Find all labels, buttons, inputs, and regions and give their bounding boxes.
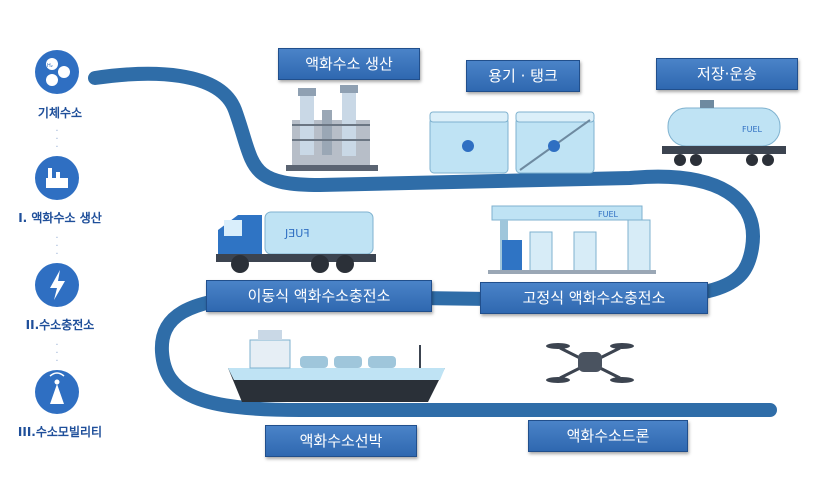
sidebar-connector-dots: ··· <box>55 233 59 260</box>
label-liquid-hydrogen-drone: 액화수소드론 <box>528 420 688 452</box>
sidebar-step-mobility: III.수소모빌리티 <box>17 425 103 439</box>
label-fixed-charging-station: 고정식 액화수소충전소 <box>480 282 708 314</box>
sidebar-connector-dots: ··· <box>55 340 59 367</box>
rail-car-fuel-text: FUEL <box>742 125 763 134</box>
station-fuel-text: FUEL <box>598 210 619 219</box>
label-liquid-hydrogen-production: 액화수소 생산 <box>278 48 420 80</box>
label-container-tank: 용기 · 탱크 <box>466 60 580 92</box>
tanker-truck-illustration: JƎUꟻ <box>216 211 376 273</box>
antenna-icon <box>35 370 79 414</box>
lightning-icon <box>35 263 79 307</box>
truck-fuel-text: JƎUꟻ <box>284 227 310 240</box>
rail-tank-car-illustration: FUEL <box>662 100 786 166</box>
drone-illustration <box>546 343 634 383</box>
storage-tanks-illustration <box>429 111 595 174</box>
label-storage-transport: 저장·운송 <box>656 58 798 90</box>
fixed-fueling-station-illustration: FUEL <box>488 205 656 274</box>
sidebar-step-liquefaction: I. 액화수소 생산 <box>18 211 102 225</box>
label-liquid-hydrogen-ship: 액화수소선박 <box>265 425 417 457</box>
h2-label: H₂ <box>47 63 53 69</box>
hydrogen-molecule-icon: H₂ <box>35 50 79 94</box>
sidebar-connector-dots: ··· <box>55 126 59 153</box>
factory-icon <box>35 156 79 200</box>
lng-ship-illustration <box>228 330 445 402</box>
sidebar-step-gaseous-hydrogen: 기체수소 <box>37 106 83 120</box>
sidebar-step-charging-station: II.수소충전소 <box>25 318 95 332</box>
label-mobile-charging-station: 이동식 액화수소충전소 <box>206 280 432 312</box>
liquefaction-plant-illustration <box>286 85 378 171</box>
winding-road <box>88 66 777 417</box>
